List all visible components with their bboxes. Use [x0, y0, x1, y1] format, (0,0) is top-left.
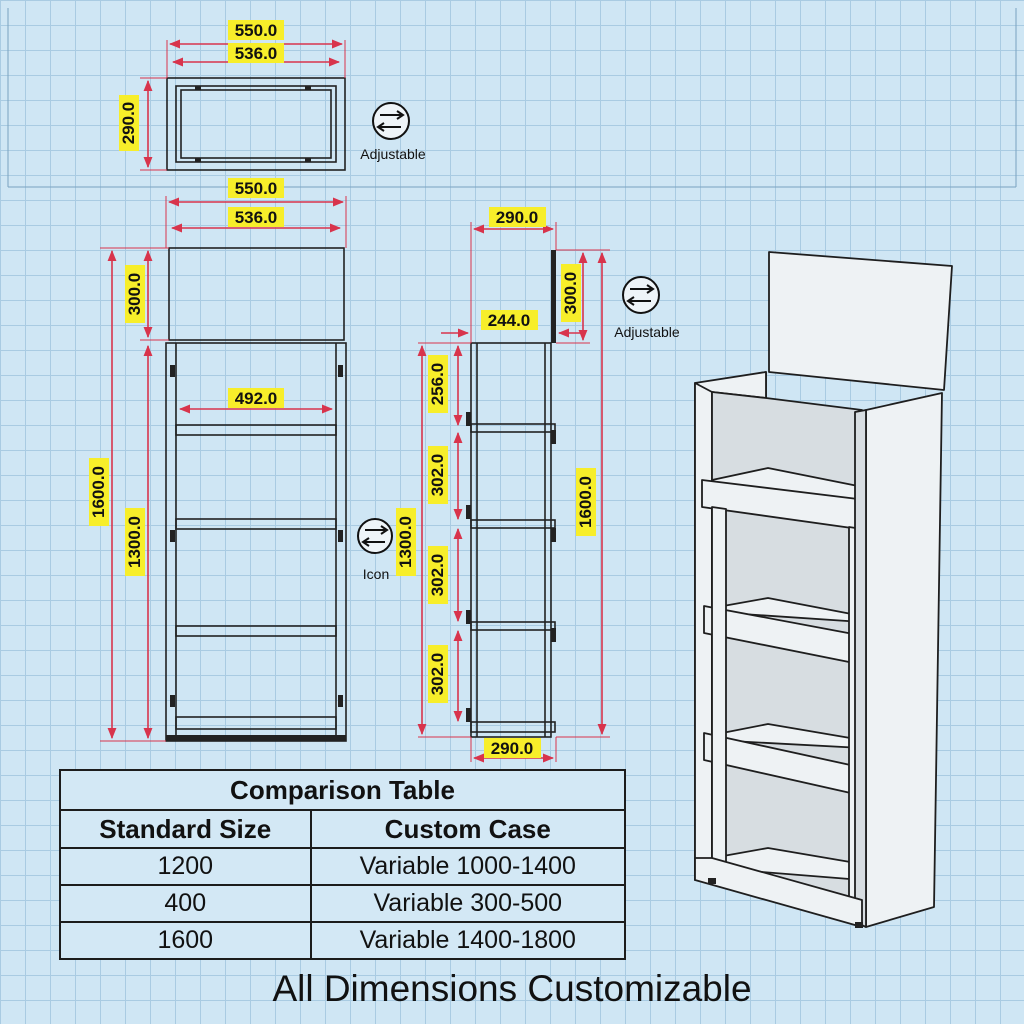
side-dim-244: 244.0 [481, 310, 538, 330]
adjustable-note-side: Adjustable [614, 324, 680, 340]
svg-text:536.0: 536.0 [235, 44, 278, 63]
front-dim-492: 492.0 [228, 388, 284, 408]
side-dim-302-a: 302.0 [428, 446, 448, 504]
front-dim-1600: 1600.0 [89, 458, 109, 526]
svg-text:492.0: 492.0 [235, 389, 278, 408]
svg-text:550.0: 550.0 [235, 21, 278, 40]
iso-header-panel [768, 251, 953, 391]
cell-standard: 1600 [59, 921, 312, 960]
cell-standard: 1200 [59, 847, 312, 886]
svg-text:290.0: 290.0 [119, 102, 138, 145]
comparison-table: Comparison Table Standard Size Custom Ca… [59, 769, 626, 960]
svg-text:302.0: 302.0 [428, 454, 447, 497]
table-row: 1200 Variable 1000-1400 [59, 847, 626, 886]
svg-text:290.0: 290.0 [491, 739, 534, 758]
footer-caption: All Dimensions Customizable [272, 968, 752, 1009]
side-dim-1300: 1300.0 [396, 508, 416, 576]
adjustable-icon [372, 102, 410, 140]
top-dim-536: 536.0 [228, 43, 284, 63]
cell-custom: Variable 1400-1800 [309, 921, 626, 960]
header-panel [168, 247, 345, 341]
side-dim-290-top: 290.0 [489, 207, 546, 227]
svg-text:290.0: 290.0 [496, 208, 539, 227]
side-dim-256: 256.0 [428, 355, 448, 413]
svg-text:302.0: 302.0 [428, 653, 447, 696]
table-row: 1600 Variable 1400-1800 [59, 921, 626, 960]
cell-custom: Variable 300-500 [309, 884, 626, 923]
top-dim-550: 550.0 [228, 20, 284, 40]
icon-note: Icon [363, 566, 389, 582]
side-dim-300: 300.0 [561, 264, 581, 322]
table-row: 400 Variable 300-500 [59, 884, 626, 923]
svg-text:1300.0: 1300.0 [396, 516, 415, 568]
isometric-view [694, 251, 953, 928]
cell-standard: 400 [59, 884, 312, 923]
front-dim-550: 550.0 [228, 178, 284, 198]
side-dim-302-b: 302.0 [428, 546, 448, 604]
header-standard-size: Standard Size [59, 809, 312, 849]
svg-text:300.0: 300.0 [125, 273, 144, 316]
svg-text:256.0: 256.0 [428, 363, 447, 406]
svg-text:1600.0: 1600.0 [576, 476, 595, 528]
top-dim-290: 290.0 [119, 95, 139, 151]
top-view [140, 39, 346, 171]
front-view [100, 196, 347, 742]
side-dim-302-c: 302.0 [428, 645, 448, 703]
svg-text:1300.0: 1300.0 [125, 516, 144, 568]
svg-text:302.0: 302.0 [428, 554, 447, 597]
side-dim-1600: 1600.0 [576, 468, 596, 536]
header-custom-case: Custom Case [309, 809, 626, 849]
svg-text:550.0: 550.0 [235, 179, 278, 198]
swap-icon [357, 518, 393, 554]
svg-text:244.0: 244.0 [488, 311, 531, 330]
side-view [417, 222, 610, 763]
front-dim-1300: 1300.0 [125, 508, 145, 576]
cell-custom: Variable 1000-1400 [309, 847, 626, 886]
front-dim-300: 300.0 [125, 265, 145, 323]
svg-text:300.0: 300.0 [561, 272, 580, 315]
side-dim-290-bottom: 290.0 [484, 738, 541, 758]
adjustable-note-top: Adjustable [360, 146, 426, 162]
front-dim-536: 536.0 [228, 207, 284, 227]
svg-text:536.0: 536.0 [235, 208, 278, 227]
side-frame [470, 342, 552, 738]
adjustable-icon-side [622, 276, 660, 314]
svg-text:1600.0: 1600.0 [89, 466, 108, 518]
table-title: Comparison Table [59, 769, 626, 811]
top-view-outline [166, 77, 346, 171]
